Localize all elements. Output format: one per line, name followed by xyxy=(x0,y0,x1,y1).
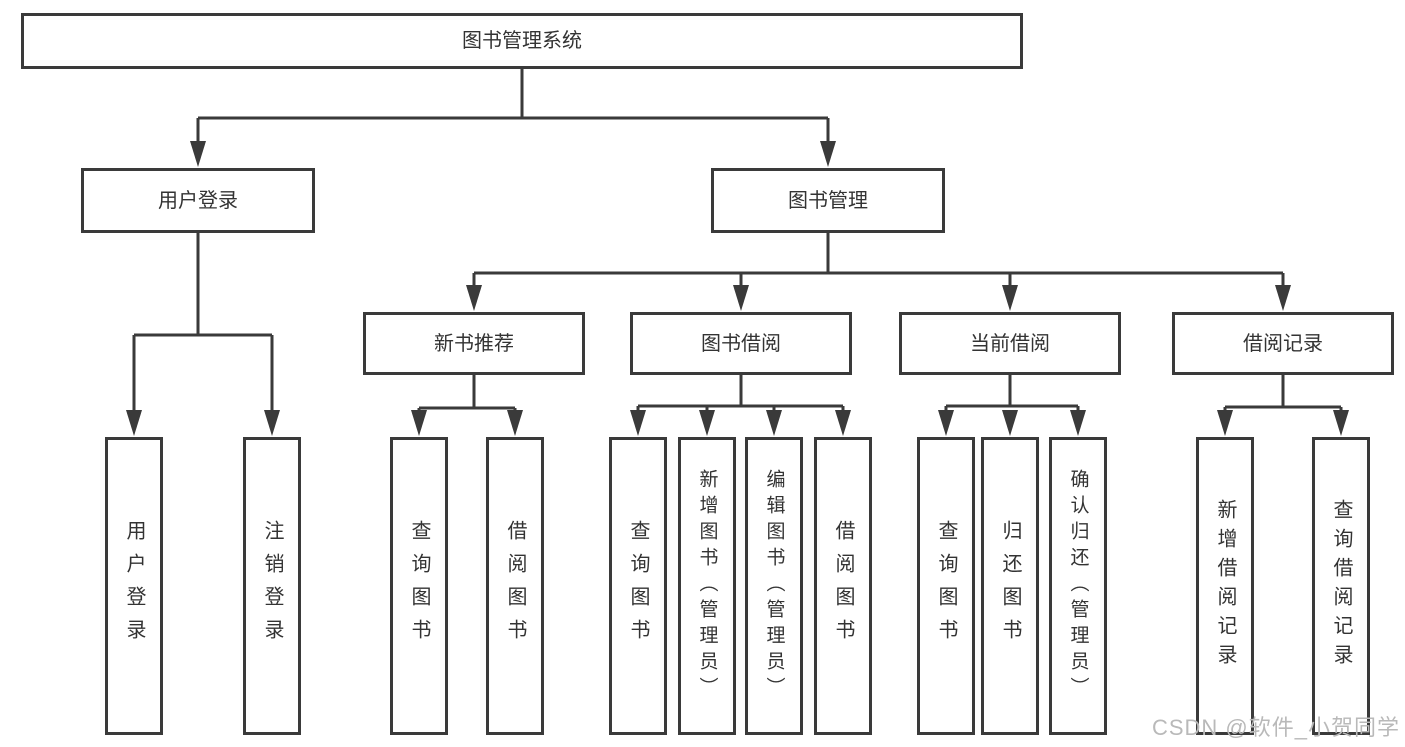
node-new-book-recommend: 新书推荐 xyxy=(363,312,585,375)
csdn-watermark: CSDN @软件_小贺同学 xyxy=(1151,715,1400,740)
arrow-down-icon xyxy=(699,410,715,436)
arrow-down-icon xyxy=(507,410,523,436)
arrow-down-icon xyxy=(466,285,482,311)
node-borrowing-records: 借阅记录 xyxy=(1172,312,1394,375)
leaf-logout: 注销登录 xyxy=(243,437,301,735)
arrow-down-icon xyxy=(630,410,646,436)
arrow-down-icon xyxy=(1275,285,1291,311)
node-book-borrowing: 图书借阅 xyxy=(630,312,852,375)
arrow-down-icon xyxy=(1070,410,1086,436)
arrow-down-icon xyxy=(733,285,749,311)
leaf-return-books: 归还图书 xyxy=(981,437,1039,735)
arrow-down-icon xyxy=(938,410,954,436)
node-root-system: 图书管理系统 xyxy=(21,13,1023,69)
leaf-query-borrow-record: 查询借阅记录 xyxy=(1312,437,1370,735)
arrow-down-icon xyxy=(190,141,206,167)
leaf-borrow-books-recommend: 借阅图书 xyxy=(486,437,544,735)
arrow-down-icon xyxy=(126,410,142,436)
arrow-down-icon xyxy=(766,410,782,436)
node-book-management: 图书管理 xyxy=(711,168,945,233)
leaf-edit-book-admin: 编辑图书（管理员） xyxy=(745,437,803,735)
arrow-down-icon xyxy=(411,410,427,436)
arrow-down-icon xyxy=(1217,410,1233,436)
node-current-borrowing: 当前借阅 xyxy=(899,312,1121,375)
leaf-user-login: 用户登录 xyxy=(105,437,163,735)
arrow-down-icon xyxy=(1333,410,1349,436)
leaf-query-books-recommend: 查询图书 xyxy=(390,437,448,735)
node-user-login-branch: 用户登录 xyxy=(81,168,315,233)
leaf-query-books-borrowing: 查询图书 xyxy=(609,437,667,735)
leaf-query-books-current: 查询图书 xyxy=(917,437,975,735)
leaf-add-book-admin: 新增图书（管理员） xyxy=(678,437,736,735)
leaf-confirm-return-admin: 确认归还（管理员） xyxy=(1049,437,1107,735)
leaf-add-borrow-record: 新增借阅记录 xyxy=(1196,437,1254,735)
arrow-down-icon xyxy=(264,410,280,436)
arrow-down-icon xyxy=(820,141,836,167)
arrow-down-icon xyxy=(1002,410,1018,436)
arrow-down-icon xyxy=(1002,285,1018,311)
arrow-down-icon xyxy=(835,410,851,436)
leaf-borrow-books-borrowing: 借阅图书 xyxy=(814,437,872,735)
